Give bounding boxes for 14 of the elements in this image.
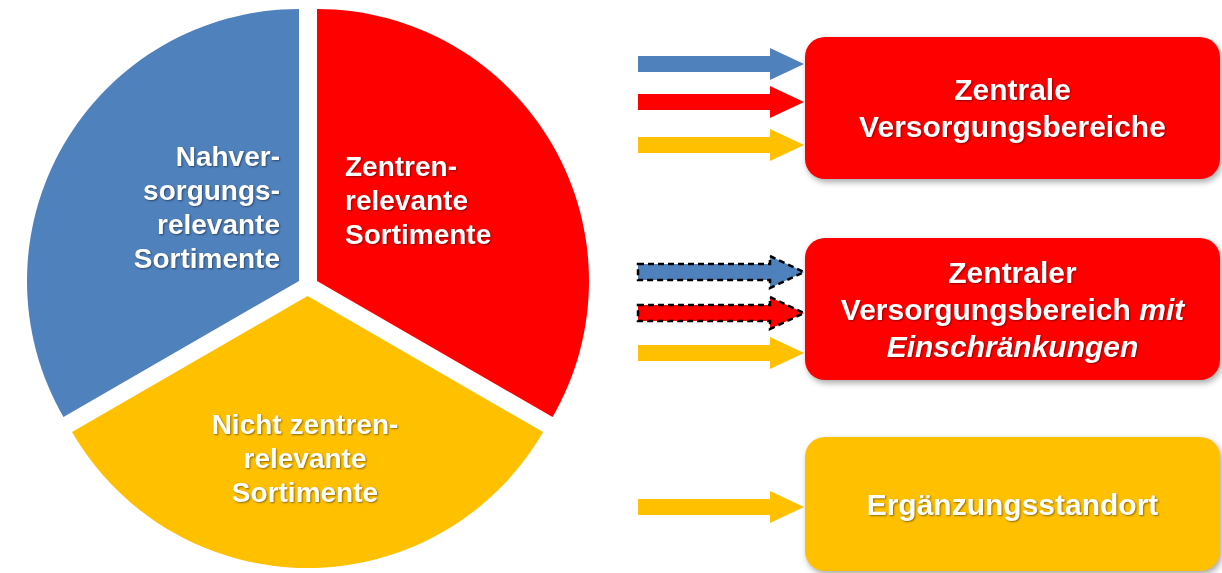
arrow xyxy=(638,48,804,80)
arrow xyxy=(638,491,804,523)
segment-label: Nicht zentren- relevante Sortimente xyxy=(210,408,400,510)
location-box xyxy=(805,437,1220,571)
location-box xyxy=(805,37,1220,179)
box-label: Zentraler Versorgungsbereich mit Einschränkungen xyxy=(839,254,1187,365)
segment-label: Zentren- relevante Sortimente xyxy=(345,150,493,252)
arrow xyxy=(638,129,804,161)
box-label: Ergänzungsstandort xyxy=(866,486,1159,523)
segment-label: Nahver- sorgungs- relevante Sortimente xyxy=(132,140,280,276)
box-label: Zentrale Versorgungsbereiche xyxy=(858,72,1167,145)
arrow xyxy=(638,86,804,118)
arrow xyxy=(638,337,804,369)
location-box xyxy=(805,238,1220,380)
